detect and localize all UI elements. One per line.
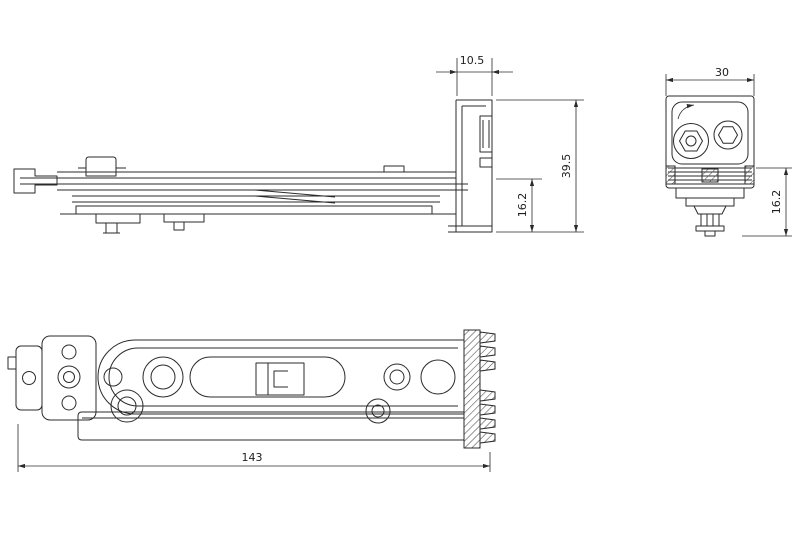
dim-overall-length: 143 — [17, 424, 491, 472]
bracket-slot-lines — [479, 120, 493, 168]
dim-text-end-width: 30 — [715, 66, 729, 79]
rack-tooth — [479, 403, 496, 416]
band-hatch-right — [744, 165, 755, 185]
rotation-arrow-icon — [677, 103, 695, 120]
wheel-right — [365, 398, 391, 424]
bolt-washer-circle — [673, 123, 709, 159]
wheel-outer — [110, 389, 144, 423]
end-cap-circle — [420, 359, 456, 395]
rack-bar — [463, 329, 481, 449]
slot-detail — [255, 362, 305, 396]
bolt-washer-circle — [713, 120, 743, 150]
mount-hole-middle-inner — [63, 371, 75, 383]
dim-text-overall-length: 143 — [242, 451, 263, 464]
bolt-hex-head — [718, 126, 738, 144]
mount-hole-top — [61, 344, 77, 360]
dim-ext-lines — [496, 99, 584, 233]
screw-boss-1 — [95, 213, 141, 234]
dim-ext-lines — [456, 58, 493, 96]
narrow-plate-hole — [22, 371, 36, 385]
dim-ext-lines — [17, 424, 491, 472]
angle-bracket — [448, 99, 493, 233]
mount-plate — [41, 335, 97, 421]
pivot-pin — [103, 367, 123, 387]
rack-tooth — [479, 389, 496, 402]
dim-ext-lines — [665, 74, 755, 96]
end-view: 30 16.2 — [665, 66, 792, 237]
mount-hole-middle-outer — [57, 365, 81, 389]
hex-bolt-large — [673, 123, 709, 159]
rack-tooth — [479, 417, 496, 430]
roller-inner — [150, 364, 176, 390]
roller-inner — [389, 369, 405, 385]
dim-text-body-height: 16.2 — [516, 193, 529, 218]
bolt-center-circle — [685, 135, 697, 147]
wheel-inner — [117, 396, 137, 416]
adjust-slot — [189, 356, 346, 398]
dim-text-end-lower-height: 16.2 — [770, 190, 783, 215]
plate-stack — [20, 171, 468, 215]
dim-body-height: 16.2 — [496, 178, 542, 232]
rack-tooth — [479, 331, 496, 344]
roller-outer — [142, 356, 184, 398]
end-housing — [671, 101, 749, 165]
dim-overall-height: 39.5 — [496, 99, 584, 233]
band-hatch-left — [665, 165, 676, 185]
left-hook — [13, 168, 58, 194]
hex-bolt-small — [713, 120, 743, 150]
top-tab — [383, 165, 405, 173]
roller-left — [142, 356, 184, 398]
carriage-outer — [97, 339, 465, 415]
dim-text-flange-width: 10.5 — [460, 54, 485, 67]
base-plate — [77, 411, 465, 441]
rack-tooth — [479, 431, 496, 444]
lock-nut — [700, 213, 720, 227]
roller-outer — [383, 363, 411, 391]
dim-flange-width: 10.5 — [436, 54, 513, 96]
link-bend — [254, 189, 336, 204]
lower-steps — [675, 187, 745, 215]
bolt-hex-head — [679, 130, 703, 152]
band-hatch-center — [701, 168, 719, 183]
mount-hole-bottom — [61, 395, 77, 411]
dim-end-width: 30 — [665, 66, 755, 96]
roller-right — [383, 363, 411, 391]
wheel-inner — [371, 404, 385, 418]
rack-tooth — [479, 345, 496, 358]
plan-view: 143 — [7, 329, 496, 472]
clamp-block — [78, 156, 126, 177]
dim-end-lower-height: 16.2 — [742, 167, 792, 237]
left-clip — [7, 356, 16, 370]
narrow-plate — [15, 345, 43, 411]
carriage-inner — [108, 347, 458, 407]
wheel-outer — [365, 398, 391, 424]
rack-teeth — [479, 331, 496, 444]
wheel-left — [110, 389, 144, 423]
bracket-slot — [479, 115, 493, 153]
rack-tooth — [479, 359, 496, 372]
slide-plate — [75, 205, 433, 215]
side-view: 10.5 39.5 16.2 — [13, 54, 584, 234]
mount-plate-holes — [57, 344, 81, 411]
screw-boss-2 — [163, 213, 205, 231]
dim-text-overall-height: 39.5 — [560, 154, 573, 179]
washer-and-tip — [695, 225, 725, 237]
